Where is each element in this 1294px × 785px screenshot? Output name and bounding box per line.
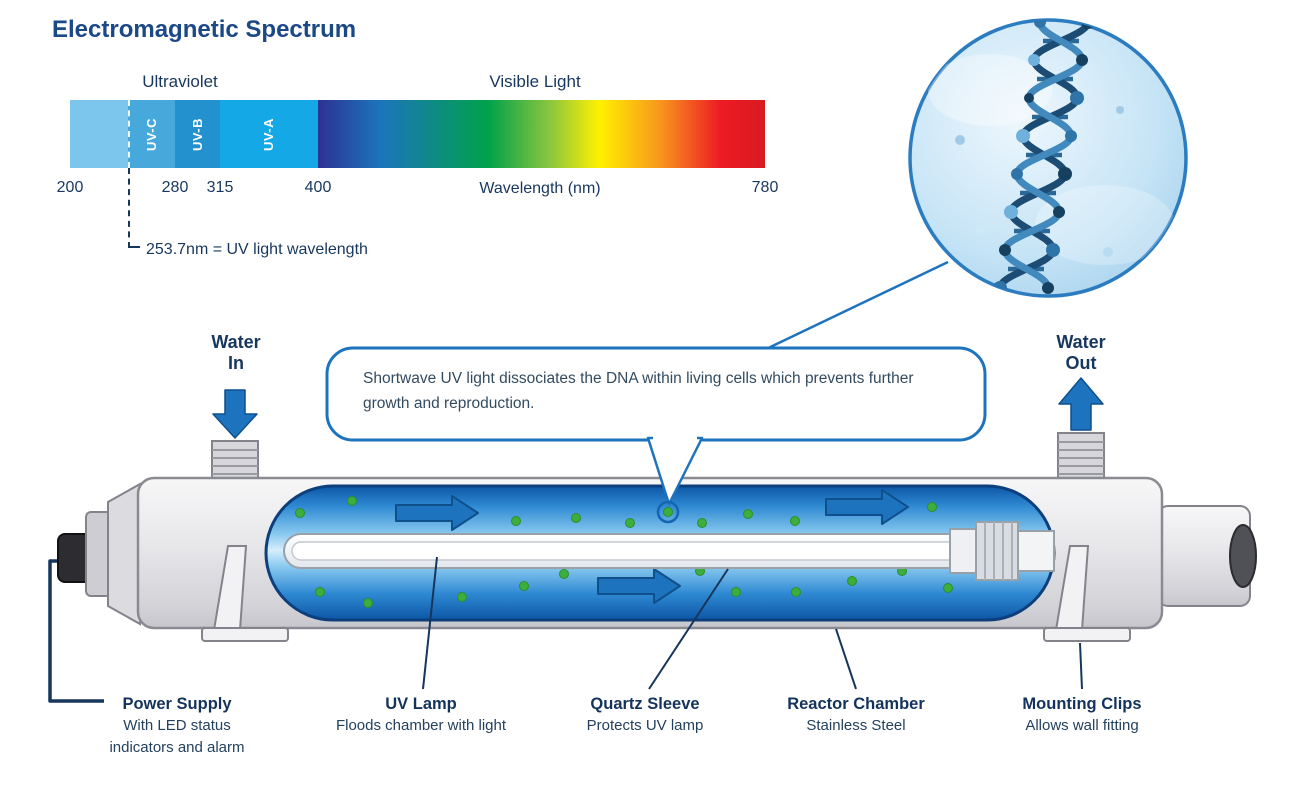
water-out-line1: Water — [1056, 332, 1106, 352]
uv-c-band: UV-C — [128, 100, 175, 168]
water-in-label: Water In — [211, 332, 260, 373]
water-out-label: Water Out — [1056, 332, 1105, 373]
tick-280: 280 — [161, 179, 189, 196]
reactor-chamber-desc: Stainless Steel — [806, 717, 906, 735]
uv-a-label: UV-A — [261, 117, 277, 151]
label-uv-lamp: UV Lamp Floods chamber with light — [306, 694, 536, 737]
callout-text: Shortwave UV light dissociates the DNA w… — [363, 370, 914, 412]
label-power-supply: Power Supply With LED status indicators … — [92, 694, 262, 759]
dna-callout-connector-line — [759, 260, 949, 354]
uv-a-band: UV-A — [220, 100, 318, 168]
tick-780: 780 — [751, 179, 779, 196]
uv-wavelength-marker-line-lower — [128, 168, 130, 248]
water-in-arrow-icon — [212, 389, 258, 439]
uv-far-band — [70, 100, 128, 168]
dna-photo — [908, 18, 1188, 298]
power-supply-name: Power Supply — [122, 695, 232, 713]
uv-wavelength-note: 253.7nm = UV light wavelength — [146, 241, 368, 258]
mounting-clip-right — [1043, 545, 1131, 642]
reactor-end-opening — [1229, 524, 1257, 588]
uv-wavelength-marker-foot — [128, 246, 140, 248]
quartz-sleeve-name: Quartz Sleeve — [590, 695, 700, 713]
water-out-line2: Out — [1065, 352, 1097, 373]
uv-b-label: UV-B — [190, 117, 205, 151]
visible-spectrum-gradient — [318, 100, 765, 168]
uv-wavelength-marker-line — [128, 100, 130, 168]
power-cable — [48, 559, 104, 703]
mounting-clips-desc: Allows wall fitting — [1025, 717, 1139, 735]
spectrum-bar: UV-C UV-B UV-A — [70, 100, 765, 168]
highlighted-microbe — [656, 500, 680, 524]
reactor-chamber-name: Reactor Chamber — [787, 695, 925, 713]
mounting-clips-name: Mounting Clips — [1022, 695, 1142, 713]
tick-200: 200 — [56, 179, 84, 196]
quartz-sleeve-desc: Protects UV lamp — [586, 717, 704, 735]
uv-c-label: UV-C — [144, 117, 159, 151]
water-in-line1: Water — [211, 332, 261, 352]
uv-b-band: UV-B — [175, 100, 220, 168]
label-reactor-chamber: Reactor Chamber Stainless Steel — [756, 694, 956, 737]
label-quartz-sleeve: Quartz Sleeve Protects UV lamp — [545, 694, 745, 737]
power-supply-connector — [57, 482, 141, 626]
uv-lamp-name: UV Lamp — [385, 695, 457, 713]
callout-bubble-shape — [325, 346, 987, 506]
visible-light-label: Visible Light — [489, 72, 581, 91]
tick-315: 315 — [206, 179, 234, 196]
tick-400: 400 — [304, 179, 332, 196]
water-in-line2: In — [228, 352, 244, 373]
leader-lines — [422, 556, 1083, 690]
mounting-clip-left — [201, 545, 289, 642]
label-mounting-clips: Mounting Clips Allows wall fitting — [982, 694, 1182, 737]
water-out-arrow-icon — [1058, 377, 1104, 431]
uv-lamp-assembly — [283, 521, 1055, 581]
wavelength-axis-label: Wavelength (nm) — [479, 180, 601, 197]
power-supply-desc: With LED status indicators and alarm — [109, 717, 245, 757]
page-title: Electromagnetic Spectrum — [52, 16, 357, 43]
ultraviolet-label: Ultraviolet — [142, 72, 218, 91]
flow-arrows — [395, 489, 909, 604]
uv-lamp-desc: Floods chamber with light — [335, 717, 507, 735]
water-out-pipe — [1057, 432, 1105, 482]
water-in-pipe — [211, 440, 259, 482]
